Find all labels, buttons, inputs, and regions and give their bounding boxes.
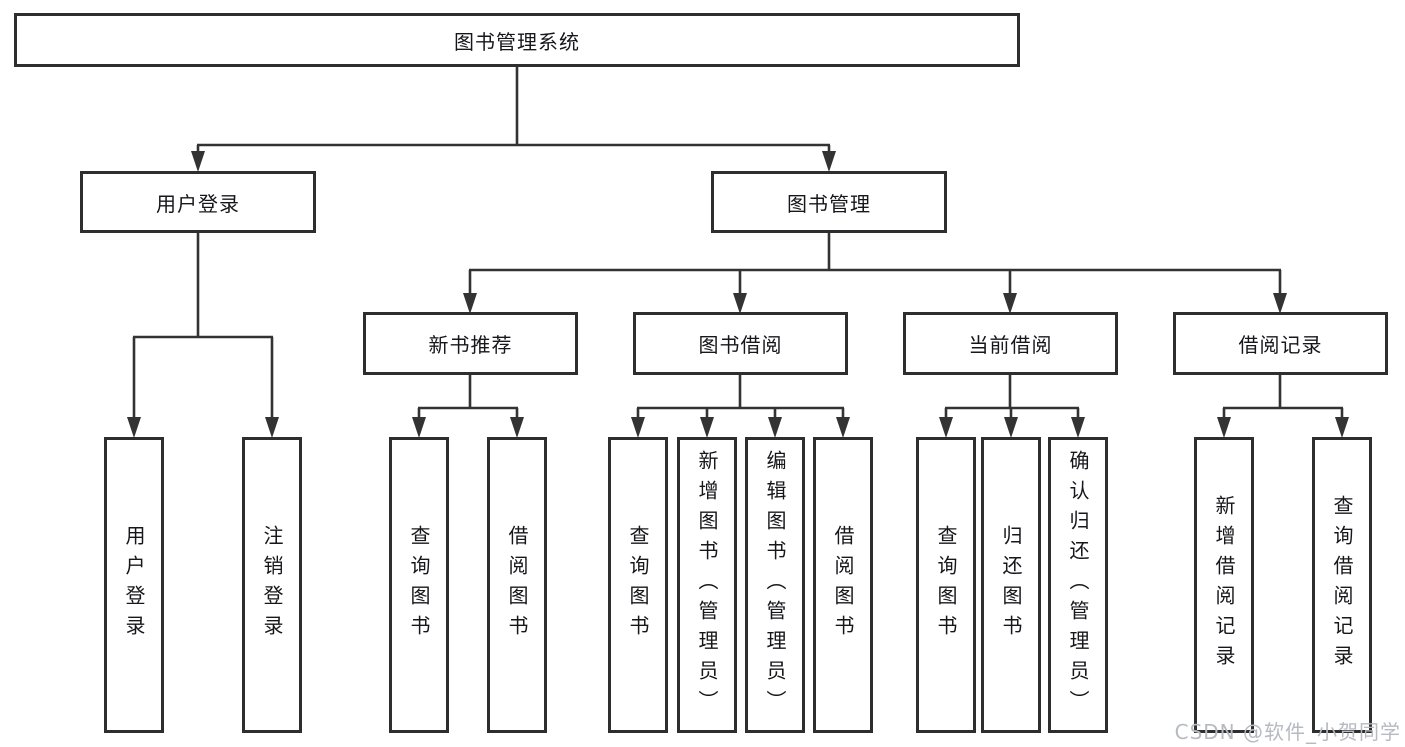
node-book-management: 图书管理 [711, 171, 947, 233]
leaf-recommend-borrow-books: 借阅图书 [487, 437, 547, 733]
leaf-records-query-borrow-record: 查询借阅记录 [1312, 437, 1372, 733]
leaf-records-add-borrow-record: 新增借阅记录 [1194, 437, 1254, 733]
node-book-borrowing: 图书借阅 [633, 312, 848, 375]
leaf-borrowing-add-books-admin: 新增图书（管理员） [677, 437, 737, 733]
leaf-borrowing-query-books: 查询图书 [608, 437, 668, 733]
leaf-recommend-query-books: 查询图书 [389, 437, 449, 733]
leaf-current-return-books: 归还图书 [981, 437, 1041, 733]
leaf-borrowing-edit-books-admin: 编辑图书（管理员） [745, 437, 805, 733]
node-system-root: 图书管理系统 [14, 13, 1020, 67]
arrowhead-icons [127, 151, 1349, 438]
leaf-user-login: 用户登录 [104, 437, 164, 733]
leaf-current-query-books: 查询图书 [916, 437, 976, 733]
leaf-current-confirm-return-admin: 确认归还（管理员） [1048, 437, 1108, 733]
node-new-book-recommendation: 新书推荐 [363, 312, 578, 375]
node-borrowing-records: 借阅记录 [1173, 312, 1388, 375]
leaf-logout-login: 注销登录 [242, 437, 302, 733]
node-current-borrowing: 当前借阅 [903, 312, 1118, 375]
node-user-login: 用户登录 [80, 171, 316, 233]
leaf-borrowing-borrow-books: 借阅图书 [813, 437, 873, 733]
csdn-watermark: CSDN @软件_小贺同学 [1174, 720, 1401, 744]
